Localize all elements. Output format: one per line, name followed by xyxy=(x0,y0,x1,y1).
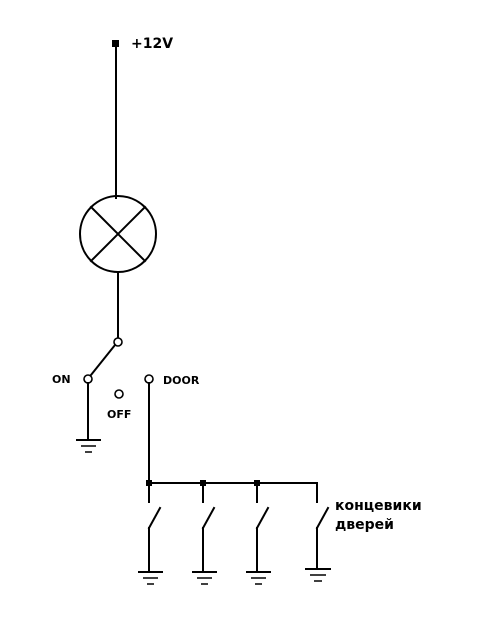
switch-off-terminal xyxy=(114,389,124,399)
door-switch-icon xyxy=(315,482,330,570)
switch-door-label: DOOR xyxy=(163,374,200,387)
door-switches-label-line2: дверей xyxy=(335,517,394,533)
ground-icon xyxy=(192,571,217,585)
switch-off-label: OFF xyxy=(107,408,131,421)
lamp-icon xyxy=(79,195,157,273)
door-switch-icon xyxy=(147,482,162,573)
ground-icon xyxy=(76,439,101,453)
ground-icon xyxy=(246,571,271,585)
switch-on-terminal xyxy=(83,374,93,384)
ground-icon xyxy=(138,571,163,585)
switch-common-terminal xyxy=(113,337,123,347)
door-switch-icon xyxy=(255,482,270,573)
door-switch-icon xyxy=(201,482,216,573)
selector-switch xyxy=(83,337,154,399)
door-switches-label-line1: концевики xyxy=(335,498,422,514)
ground-icon xyxy=(305,568,331,582)
supply-label: +12V xyxy=(131,36,173,52)
switch-lever xyxy=(89,343,117,377)
switch-on-label: ON xyxy=(52,373,71,386)
switch-door-terminal xyxy=(144,374,154,384)
